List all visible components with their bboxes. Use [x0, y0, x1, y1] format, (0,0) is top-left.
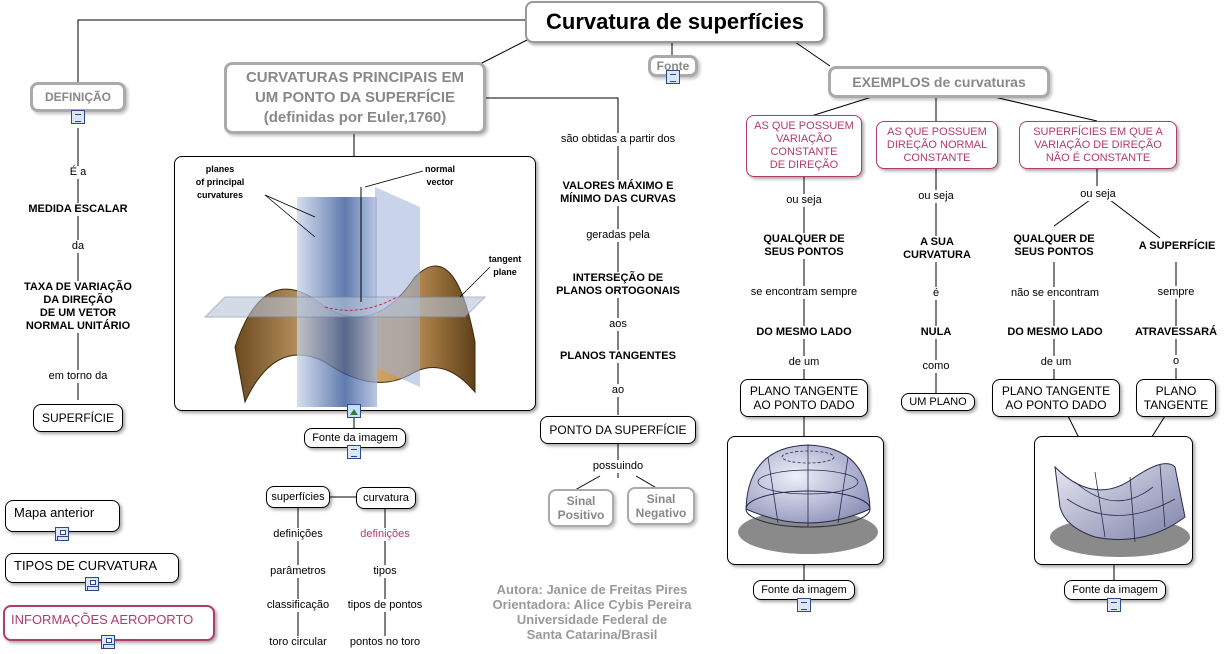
- saddle-surface-illustration: [203, 170, 491, 407]
- definicao-link-da: da: [63, 240, 93, 253]
- definicao-taxa-variacao[interactable]: TAXA DE VARIAÇÃO DA DIREÇÃO DE UM VETOR …: [8, 281, 148, 333]
- col1-ou-seja: ou seja: [780, 194, 828, 207]
- chain-ao: ao: [606, 384, 630, 397]
- definicao-node[interactable]: DEFINIÇÃO: [30, 82, 126, 112]
- mapa-anterior-link[interactable]: Mapa anterior: [5, 500, 120, 532]
- superficie-node[interactable]: SUPERFÍCIE: [33, 404, 123, 432]
- figure-label-planes: planes of principal curvatures: [195, 164, 245, 200]
- col1-de-um: de um: [784, 356, 824, 369]
- saddle-illustration: [1050, 463, 1190, 557]
- principal-curvatures-figure[interactable]: planes of principal curvatures normal ve…: [174, 156, 536, 411]
- concept-map-icon[interactable]: [85, 577, 99, 591]
- nav-superficies-definicoes[interactable]: definições: [258, 528, 338, 541]
- nav-superficies-classificacao[interactable]: classificação: [258, 599, 338, 612]
- col3b-atravessara[interactable]: ATRAVESSARÁ: [1124, 326, 1228, 339]
- sinal-negativo-node[interactable]: Sinal Negativo: [627, 487, 695, 525]
- col3-head[interactable]: SUPERFÍCIES EM QUE A VARIAÇÃO DE DIREÇÃO…: [1019, 121, 1177, 169]
- ponto-superficie-node[interactable]: PONTO DA SUPERFÍCIE: [540, 416, 696, 444]
- chain-valores-maximo[interactable]: VALORES MÁXIMO E MÍNIMO DAS CURVAS: [546, 180, 690, 206]
- chain-sao-obtidas: são obtidas a partir dos: [540, 133, 696, 146]
- figure-label-normal: normal vector: [424, 164, 455, 187]
- col3-saddle-figure[interactable]: [1034, 436, 1193, 565]
- col3a-nao-se-encontram: não se encontram: [1000, 287, 1110, 300]
- nav-superficies-toro[interactable]: toro circular: [258, 636, 338, 649]
- nav-curvatura-pontos-toro[interactable]: pontos no toro: [339, 636, 431, 649]
- document-icon[interactable]: [666, 70, 680, 84]
- nav-superficies-parametros[interactable]: parâmetros: [258, 565, 338, 578]
- col3b-o: o: [1168, 355, 1184, 368]
- col1-se-encontram: se encontram sempre: [740, 286, 868, 299]
- nav-superficies[interactable]: superfícies: [266, 486, 330, 508]
- definicao-link-em-torno: em torno da: [30, 370, 126, 383]
- col3a-qualquer[interactable]: QUALQUER DE SEUS PONTOS: [1000, 233, 1108, 259]
- concept-map-icon[interactable]: [55, 527, 69, 541]
- dome-illustration: [738, 444, 878, 554]
- col1-mesmo-lado[interactable]: DO MESMO LADO: [746, 326, 862, 339]
- informacoes-aeroporto-link[interactable]: INFORMAÇÕES AEROPORTO: [3, 605, 215, 641]
- sinal-positivo-node[interactable]: Sinal Positivo: [548, 489, 614, 527]
- nav-curvatura-tipos[interactable]: tipos: [345, 565, 425, 578]
- col2-e: é: [926, 287, 946, 300]
- col3-fonte-imagem[interactable]: Fonte da imagem: [1064, 580, 1166, 600]
- col2-sua-curvatura[interactable]: A SUA CURVATURA: [890, 236, 984, 262]
- fonte-imagem-principais[interactable]: Fonte da imagem: [304, 428, 406, 448]
- col1-plano-tangente[interactable]: PLANO TANGENTE AO PONTO DADO: [740, 379, 868, 417]
- definicao-link-e-a: É a: [60, 166, 96, 179]
- col2-como: como: [914, 360, 958, 373]
- map-title[interactable]: Curvatura de superfícies: [525, 1, 825, 43]
- col3a-de-um: de um: [1036, 356, 1076, 369]
- curvaturas-principais-node[interactable]: CURVATURAS PRINCIPAIS EM UM PONTO DA SUP…: [224, 62, 486, 134]
- exemplos-node[interactable]: EXEMPLOS de curvaturas: [828, 66, 1050, 98]
- col2-nula[interactable]: NULA: [906, 326, 966, 339]
- col1-fonte-imagem[interactable]: Fonte da imagem: [753, 580, 855, 600]
- document-icon[interactable]: [1107, 598, 1121, 612]
- col1-head[interactable]: AS QUE POSSUEM VARIAÇÃO CONSTANTE DE DIR…: [746, 115, 862, 177]
- col2-ou-seja: ou seja: [912, 190, 960, 203]
- col3b-plano-tangente[interactable]: PLANO TANGENTE: [1136, 379, 1216, 417]
- chain-geradas-pela: geradas pela: [570, 229, 666, 242]
- col2-um-plano[interactable]: UM PLANO: [901, 393, 975, 411]
- image-icon[interactable]: [347, 404, 361, 418]
- document-icon[interactable]: [71, 110, 85, 124]
- nav-curvatura-tipos-pontos[interactable]: tipos de pontos: [339, 599, 431, 612]
- col3a-mesmo-lado[interactable]: DO MESMO LADO: [998, 326, 1112, 339]
- nav-curvatura[interactable]: curvatura: [356, 487, 416, 509]
- col2-head[interactable]: AS QUE POSSUEM DIREÇÃO NORMAL CONSTANTE: [876, 121, 998, 169]
- col1-dome-figure[interactable]: [727, 436, 884, 565]
- fonte-node[interactable]: Fonte: [648, 55, 698, 77]
- chain-planos-tangentes[interactable]: PLANOS TANGENTES: [546, 350, 690, 363]
- document-icon[interactable]: [797, 598, 811, 612]
- credits: Autora: Janice de Freitas Pires Orientad…: [492, 582, 692, 642]
- figure-label-tangent: tangent plane: [488, 254, 522, 277]
- document-icon[interactable]: [347, 445, 361, 459]
- col3b-sempre: sempre: [1150, 286, 1202, 299]
- chain-aos: aos: [602, 318, 634, 331]
- nav-curvatura-definicoes[interactable]: definições: [345, 528, 425, 541]
- definicao-medida-escalar[interactable]: MEDIDA ESCALAR: [14, 203, 142, 216]
- chain-intersecao[interactable]: INTERSEÇÃO DE PLANOS ORTOGONAIS: [540, 272, 696, 298]
- col3b-a-superficie[interactable]: A SUPERFÍCIE: [1128, 240, 1226, 253]
- col1-qualquer[interactable]: QUALQUER DE SEUS PONTOS: [748, 233, 860, 259]
- concept-map-icon[interactable]: [101, 635, 115, 649]
- possuindo-link: possuindo: [585, 460, 651, 473]
- col3-ou-seja: ou seja: [1074, 188, 1122, 201]
- col3a-plano-tangente[interactable]: PLANO TANGENTE AO PONTO DADO: [992, 379, 1120, 417]
